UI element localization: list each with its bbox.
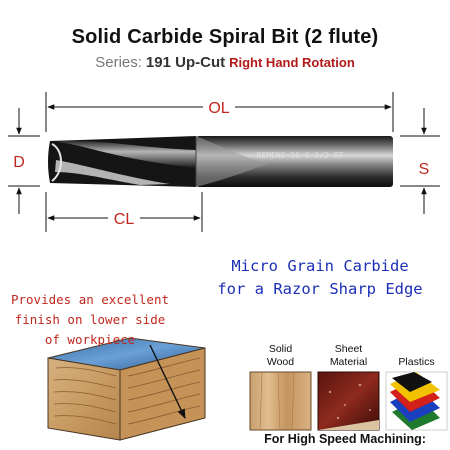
label-wood: Wood (266, 356, 295, 368)
series-value: 191 Up-Cut (145, 54, 226, 71)
ol-dimension: OL (45, 92, 394, 132)
micro-grain-text: Micro Grain Carbide for a Razor Sharp Ed… (200, 255, 440, 301)
s-dimension: S (400, 108, 440, 214)
material-solid-wood-swatch (249, 371, 312, 431)
s-label: S (419, 161, 430, 178)
label-solid-wood: Solid Wood (250, 343, 311, 369)
cl-label: CL (114, 211, 135, 228)
d-label: D (13, 154, 25, 171)
benefit-line-3: of workpiece (44, 332, 136, 347)
micro-line-2: for a Razor Sharp Edge (217, 280, 423, 298)
material-plastics-swatch (385, 371, 448, 431)
material-sheet-swatch (317, 371, 380, 431)
label-solid: Solid (268, 343, 293, 355)
router-bit: REMENE 16 0 1/2 RT (48, 136, 393, 187)
label-sheet-material: Sheet Material (318, 343, 379, 369)
benefit-text: Provides an excellent finish on lower si… (0, 290, 180, 350)
cl-dimension: CL (45, 192, 203, 232)
wood-block-illustration (47, 337, 206, 441)
ol-label: OL (208, 100, 229, 117)
product-title: Solid Carbide Spiral Bit (2 flute) (71, 26, 379, 48)
benefit-line-1: Provides an excellent (10, 292, 170, 307)
footer-text: For High Speed Machining: (264, 432, 426, 446)
label-material: Material (329, 356, 368, 368)
label-plastics: Plastics (398, 356, 435, 368)
label-sheet: Sheet (334, 343, 363, 355)
bit-shank (196, 136, 393, 187)
d-dimension: D (8, 108, 40, 214)
shank-engraving: REMENE 16 0 1/2 RT (257, 151, 344, 160)
rotation-label: Right Hand Rotation (229, 55, 355, 70)
micro-line-1: Micro Grain Carbide (231, 257, 409, 275)
benefit-line-2: finish on lower side (14, 312, 166, 327)
series-label: Series: (95, 54, 142, 71)
